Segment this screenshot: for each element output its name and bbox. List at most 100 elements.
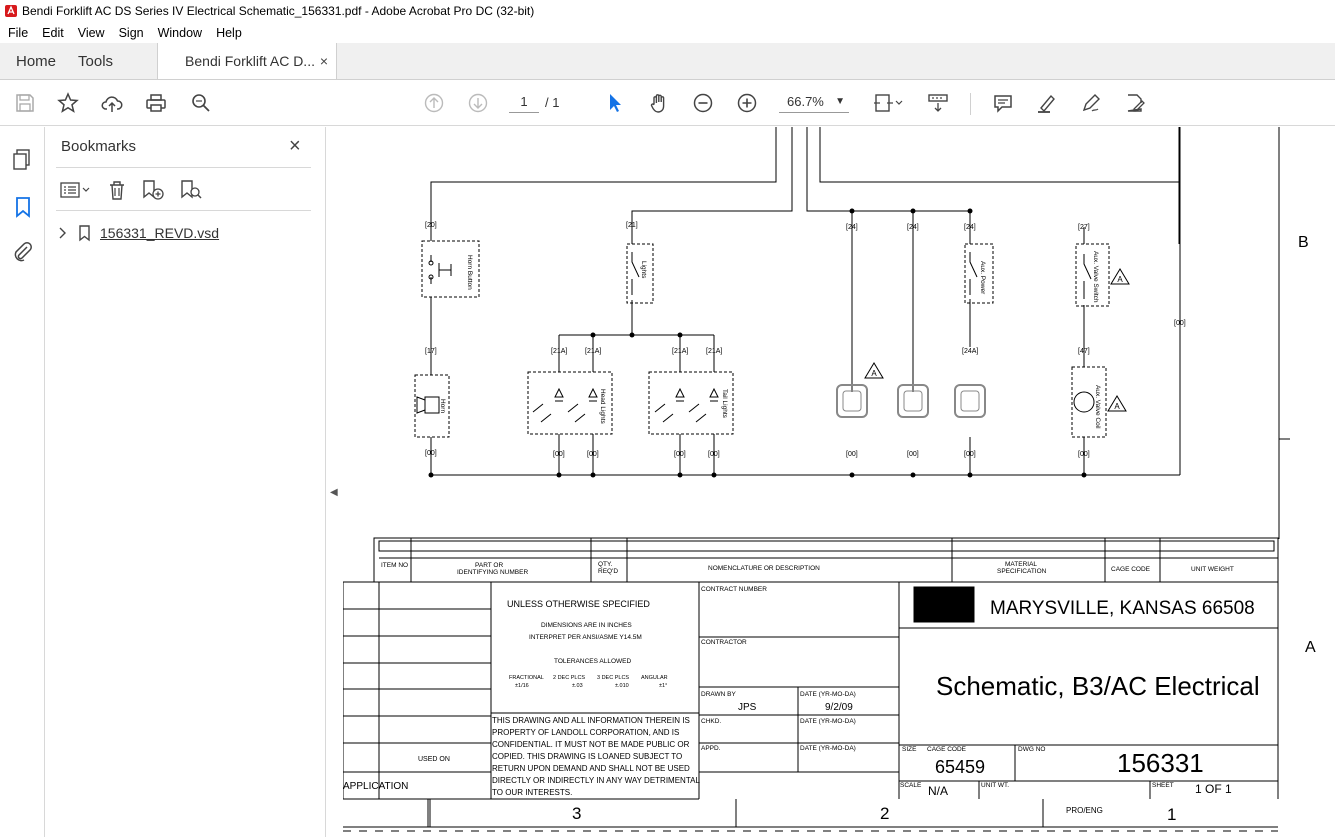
tab-document[interactable]: Bendi Forklift AC D... × [157, 43, 338, 79]
panel-collapse-handle[interactable]: ◀ [326, 127, 343, 837]
trash-icon[interactable] [106, 179, 128, 201]
tab-home-label: Home [16, 52, 57, 70]
document-view[interactable]: [20] [21] [24] [24] [24] [27] [17] [21A]… [343, 127, 1335, 837]
tol-value: ±1/16 [515, 683, 529, 689]
chkd-label: CHKD. [701, 718, 721, 725]
zoom-in-button[interactable] [734, 90, 760, 116]
drawn-by-value: JPS [738, 702, 757, 713]
date-label: DATE (YR-MO-DA) [800, 745, 856, 752]
contractor-label: CONTRACTOR [701, 639, 747, 646]
component-label: Lights [640, 261, 647, 279]
tol-header: FRACTIONAL [509, 675, 544, 681]
bookmarks-toolbar [58, 177, 204, 203]
bookmarks-title: Bookmarks [61, 138, 137, 155]
save-button[interactable] [12, 90, 38, 116]
zoom-level-select[interactable]: 66.7% ▼ [779, 91, 849, 113]
zone-letter-b: B [1298, 234, 1309, 251]
search-icon [192, 94, 210, 112]
wire-label: [21A] [551, 348, 567, 355]
column-header: REQ'D [598, 568, 618, 575]
bookmark-star-button[interactable] [55, 90, 81, 116]
tab-document-label: Bendi Forklift AC D... [185, 53, 315, 69]
warning-letter: A [871, 369, 877, 378]
page-fit-button[interactable] [870, 90, 906, 116]
bookmark-item[interactable]: 156331_REVD.vsd [58, 224, 219, 242]
cage-code-value: 65459 [935, 757, 985, 777]
page-thumbnails-icon[interactable] [11, 147, 35, 171]
bookmarks-panel-icon[interactable] [11, 195, 35, 219]
zoom-out-button[interactable] [690, 90, 716, 116]
appd-label: APPD. [701, 745, 721, 752]
close-panel-icon[interactable]: × [289, 135, 301, 157]
keyboard-scroll-icon [928, 94, 948, 112]
hand-tool-button[interactable] [646, 90, 672, 116]
print-button[interactable] [143, 90, 169, 116]
page-number-input[interactable]: 1 [509, 91, 539, 113]
bookmarks-panel: Bookmarks × 156331_REVD.vsd [46, 127, 326, 837]
comment-button[interactable] [990, 90, 1016, 116]
tab-tools-label: Tools [78, 52, 114, 70]
property-line: RETURN UPON DEMAND AND SHALL NOT BE USED [492, 764, 690, 773]
zone-number: 3 [572, 804, 581, 823]
pro-eng-label: PRO/ENG [1066, 806, 1103, 815]
search-button[interactable] [188, 90, 214, 116]
menu-sign[interactable]: Sign [118, 25, 144, 40]
wire-label: [47] [1078, 348, 1090, 355]
upload-button[interactable] [99, 90, 125, 116]
find-bookmark-icon[interactable] [178, 179, 204, 201]
column-header: QTY. [598, 561, 613, 568]
property-line: TO OUR INTERESTS. [492, 788, 572, 797]
unless-heading: UNLESS OTHERWISE SPECIFIED [507, 599, 650, 609]
drawn-by-label: DRAWN BY [701, 691, 736, 698]
bookmark-item-label: 156331_REVD.vsd [100, 225, 220, 241]
chevron-down-icon: ▼ [835, 96, 845, 107]
page-total: / 1 [545, 95, 560, 110]
property-line: THIS DRAWING AND ALL INFORMATION THEREIN… [492, 716, 690, 725]
wire-label: [24A] [962, 348, 978, 355]
scrolling-mode-button[interactable] [925, 90, 951, 116]
wire-label: [21] [626, 222, 638, 229]
edit-form-button[interactable] [1122, 90, 1148, 116]
menu-edit[interactable]: Edit [42, 25, 64, 40]
draw-button[interactable] [1078, 90, 1104, 116]
bookmark-icon [79, 225, 90, 242]
wire-label: [20] [425, 222, 437, 229]
wire-label: [00] [674, 451, 686, 458]
wire-label: [00] [964, 451, 976, 458]
select-tool-button[interactable] [602, 90, 628, 116]
plus-circle-icon [737, 93, 757, 113]
scale-value: N/A [928, 784, 948, 798]
menu-file[interactable]: File [8, 25, 29, 40]
close-tab-icon[interactable]: × [319, 53, 329, 69]
cage-code-label: CAGE CODE [927, 746, 967, 753]
new-bookmark-icon[interactable] [140, 179, 166, 201]
menu-view[interactable]: View [77, 25, 105, 40]
tol-header: 2 DEC PLCS [553, 675, 585, 681]
options-menu-icon[interactable] [58, 179, 94, 201]
highlight-button[interactable] [1034, 90, 1060, 116]
menu-window[interactable]: Window [157, 25, 203, 40]
zone-number: 2 [880, 804, 889, 823]
unit-wt-label: UNIT WT. [981, 782, 1009, 789]
cloud-upload-icon [101, 96, 123, 112]
wire-label: [17] [425, 348, 437, 355]
window-titlebar: Bendi Forklift AC DS Series IV Electrica… [0, 0, 1335, 22]
tol-value: ±.03 [572, 683, 583, 689]
dwg-no-label: DWG NO [1018, 746, 1045, 753]
wire-label: [21A] [585, 348, 601, 355]
chevron-right-icon[interactable] [58, 226, 68, 240]
component-label: Head Lights [599, 389, 606, 424]
wire-label: [24] [907, 224, 919, 231]
property-line: COPIED. THIS DRAWING IS LOANED SUBJECT T… [492, 752, 682, 761]
previous-page-button[interactable] [421, 90, 447, 116]
attachments-icon[interactable] [11, 240, 35, 264]
wire-label: [00] [708, 451, 720, 458]
scale-label: SCALE [900, 782, 922, 789]
menu-help[interactable]: Help [216, 25, 242, 40]
wire-label: [00] [907, 451, 919, 458]
arrow-down-circle-icon [468, 93, 488, 113]
highlighter-icon [1038, 94, 1055, 113]
next-page-button[interactable] [465, 90, 491, 116]
tab-tools[interactable]: Tools [72, 43, 129, 79]
tab-home[interactable]: Home [0, 43, 72, 79]
